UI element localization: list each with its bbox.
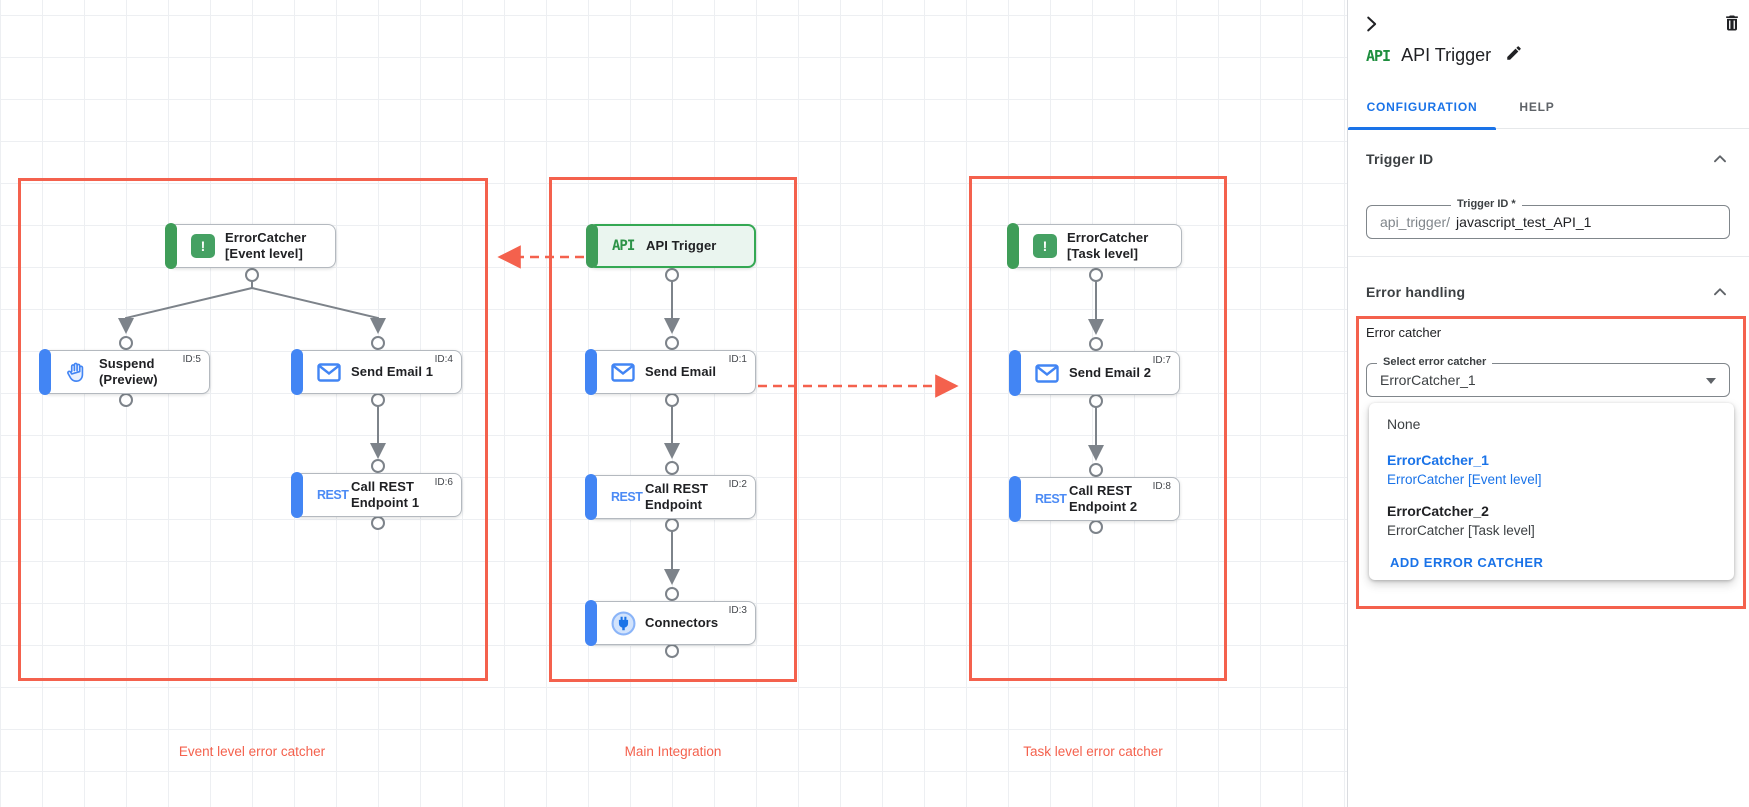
chevron-down-icon bbox=[1706, 378, 1716, 384]
node-id-badge: ID:6 bbox=[434, 477, 453, 488]
node-id-badge: ID:5 bbox=[182, 354, 201, 365]
group-caption-event-level: Event level error catcher bbox=[178, 744, 326, 759]
section-divider bbox=[1348, 256, 1749, 257]
trigger-id-field[interactable]: Trigger ID * api_trigger/ javascript_tes… bbox=[1366, 198, 1730, 239]
email-icon bbox=[611, 362, 645, 382]
add-error-catcher-button[interactable]: ADD ERROR CATCHER bbox=[1390, 555, 1544, 570]
node-call-rest-endpoint[interactable]: REST Call REST Endpoint ID:2 bbox=[585, 474, 756, 520]
node-id-badge: ID:2 bbox=[728, 479, 747, 490]
option-none[interactable]: None bbox=[1387, 416, 1421, 432]
error-catcher-options-menu: None ErrorCatcher_1 ErrorCatcher [Event … bbox=[1369, 403, 1734, 580]
email-icon bbox=[317, 362, 351, 382]
node-label: ErrorCatcher [Task level] bbox=[1067, 230, 1149, 261]
hand-icon bbox=[65, 361, 99, 384]
panel-title-row: API API Trigger bbox=[1366, 44, 1523, 67]
node-label: API Trigger bbox=[646, 238, 717, 254]
config-panel: API API Trigger CONFIGURATION HELP Trigg… bbox=[1347, 0, 1749, 807]
node-id-badge: ID:3 bbox=[728, 605, 747, 616]
node-label: Call REST Endpoint 2 bbox=[1069, 483, 1138, 514]
node-id-badge: ID:7 bbox=[1152, 355, 1171, 366]
node-accent-bar bbox=[1007, 223, 1019, 269]
node-accent-bar bbox=[39, 349, 51, 395]
node-label: Suspend (Preview) bbox=[99, 356, 158, 387]
select-error-catcher-dropdown[interactable]: Select error catcher ErrorCatcher_1 bbox=[1366, 356, 1730, 397]
node-accent-bar bbox=[291, 472, 303, 518]
node-accent-bar bbox=[586, 224, 598, 268]
node-accent-bar bbox=[585, 474, 597, 520]
group-caption-task-level: Task level error catcher bbox=[1023, 744, 1163, 759]
event-level-group-box bbox=[18, 178, 488, 681]
rest-icon: REST bbox=[611, 490, 643, 504]
section-heading-error-handling: Error handling bbox=[1366, 284, 1466, 300]
email-icon bbox=[1035, 363, 1069, 383]
node-call-rest-endpoint-2[interactable]: REST Call REST Endpoint 2 ID:8 bbox=[1009, 476, 1180, 522]
edit-title-icon[interactable] bbox=[1505, 44, 1523, 67]
node-label: Send Email bbox=[645, 364, 717, 380]
error-catcher-annotation-box bbox=[1356, 316, 1746, 609]
node-api-trigger[interactable]: API API Trigger bbox=[586, 224, 756, 268]
tab-configuration[interactable]: CONFIGURATION bbox=[1348, 85, 1496, 130]
api-trigger-logo-icon: API bbox=[1366, 46, 1391, 65]
workflow-canvas[interactable]: Event level error catcher Main Integrati… bbox=[0, 0, 1347, 807]
connectors-icon bbox=[611, 611, 645, 636]
node-label: ErrorCatcher [Event level] bbox=[225, 230, 307, 261]
group-caption-main-integration: Main Integration bbox=[624, 744, 722, 759]
node-label: Call REST Endpoint bbox=[645, 481, 709, 512]
error-catcher-icon: ! bbox=[191, 234, 225, 258]
tab-help[interactable]: HELP bbox=[1519, 100, 1555, 114]
node-send-email[interactable]: Send Email ID:1 bbox=[585, 349, 756, 395]
collapse-section-error-handling-icon[interactable] bbox=[1709, 281, 1733, 305]
node-id-badge: ID:8 bbox=[1152, 481, 1171, 492]
node-id-badge: ID:4 bbox=[434, 354, 453, 365]
node-errorcatcher-event-level[interactable]: ! ErrorCatcher [Event level] bbox=[165, 223, 336, 269]
section-heading-trigger-id: Trigger ID bbox=[1366, 151, 1434, 167]
node-label: Send Email 1 bbox=[351, 364, 434, 380]
task-level-group-box bbox=[969, 176, 1227, 681]
trigger-id-prefix: api_trigger/ bbox=[1380, 214, 1451, 230]
node-send-email-2[interactable]: Send Email 2 ID:7 bbox=[1009, 350, 1180, 396]
node-connectors[interactable]: Connectors ID:3 bbox=[585, 600, 756, 646]
node-accent-bar bbox=[1009, 476, 1021, 522]
node-accent-bar bbox=[585, 349, 597, 395]
option-errorcatcher-2[interactable]: ErrorCatcher_2 ErrorCatcher [Task level] bbox=[1387, 503, 1535, 538]
api-trigger-icon: API bbox=[612, 238, 635, 254]
node-label: Send Email 2 bbox=[1069, 365, 1152, 381]
node-label: Connectors bbox=[645, 615, 719, 631]
node-accent-bar bbox=[1009, 350, 1021, 396]
trigger-id-value: javascript_test_API_1 bbox=[1456, 214, 1592, 230]
main-integration-group-box bbox=[549, 177, 797, 682]
connector-lines bbox=[118, 245, 1104, 658]
node-accent-bar bbox=[165, 223, 177, 269]
error-catcher-icon: ! bbox=[1033, 234, 1067, 258]
node-errorcatcher-task-level[interactable]: ! ErrorCatcher [Task level] bbox=[1007, 223, 1182, 269]
select-error-catcher-label: Select error catcher bbox=[1377, 356, 1493, 368]
node-accent-bar bbox=[585, 600, 597, 646]
page-title: API Trigger bbox=[1401, 45, 1492, 65]
node-label: Call REST Endpoint 1 bbox=[351, 479, 420, 510]
rest-icon: REST bbox=[1035, 492, 1067, 506]
delete-trigger-icon[interactable] bbox=[1722, 13, 1742, 38]
panel-tabs: CONFIGURATION HELP bbox=[1348, 85, 1749, 130]
trigger-id-field-label: Trigger ID * bbox=[1451, 198, 1522, 210]
node-accent-bar bbox=[291, 349, 303, 395]
collapse-panel-icon[interactable] bbox=[1360, 13, 1382, 40]
node-suspend-preview[interactable]: Suspend (Preview) ID:5 bbox=[39, 349, 210, 395]
collapse-section-trigger-id-icon[interactable] bbox=[1709, 148, 1733, 172]
selected-error-catcher-value: ErrorCatcher_1 bbox=[1380, 372, 1476, 388]
node-id-badge: ID:1 bbox=[728, 354, 747, 365]
error-catcher-label: Error catcher bbox=[1366, 325, 1442, 340]
node-send-email-1[interactable]: Send Email 1 ID:4 bbox=[291, 349, 462, 395]
rest-icon: REST bbox=[317, 488, 349, 502]
option-errorcatcher-1[interactable]: ErrorCatcher_1 ErrorCatcher [Event level… bbox=[1387, 452, 1542, 487]
node-call-rest-endpoint-1[interactable]: REST Call REST Endpoint 1 ID:6 bbox=[291, 472, 462, 518]
